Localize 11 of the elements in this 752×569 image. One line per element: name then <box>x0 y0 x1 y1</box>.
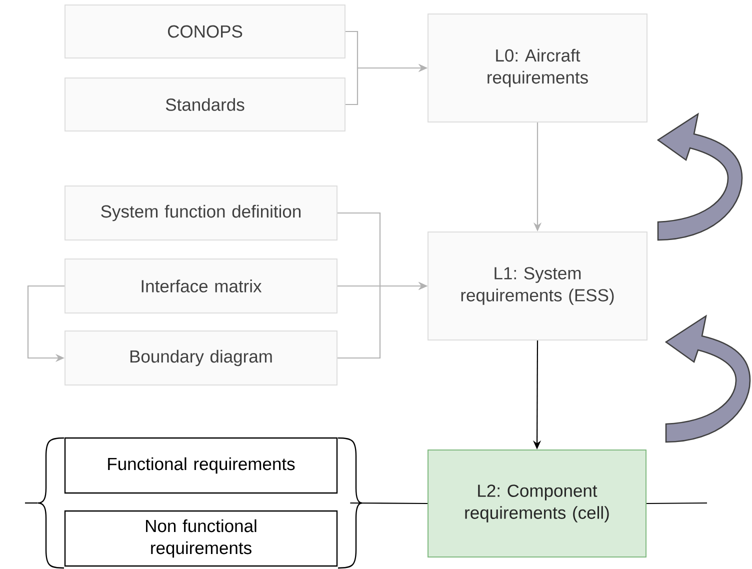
brace-group <box>37 437 363 569</box>
process-box: System function definition <box>64 186 338 240</box>
process-box: Interface matrix <box>64 258 338 314</box>
requirement-box: Functional requirements <box>64 437 338 494</box>
process-box: CONOPS <box>64 4 346 58</box>
process-box: Standards <box>64 78 346 132</box>
requirement-box: Non functional requirements <box>64 510 338 567</box>
process-box: L1: System requirements (ESS) <box>428 232 648 340</box>
process-box: L2: Component requirements (cell) <box>428 450 646 558</box>
process-box: Boundary diagram <box>64 330 338 386</box>
process-box: L0: Aircraft requirements <box>428 14 648 122</box>
